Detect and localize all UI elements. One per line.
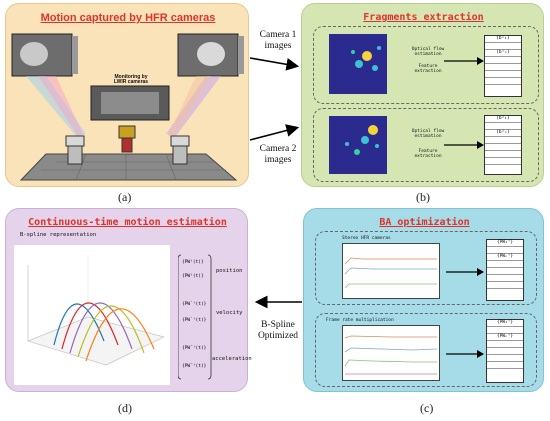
bspline-subtitle: B-spline representation: [20, 232, 97, 238]
feature-extraction-label-1: Feature extraction: [414, 64, 442, 74]
svg-text:{PW¨ᵗ(t)}: {PW¨ᵗ(t)}: [182, 345, 207, 351]
ba-arrow-1: [446, 268, 484, 276]
pose-vector-1: {PW₁ᵗ} {PWₙᵗ}: [486, 239, 524, 301]
pose-vector-2-mid: {PWₙᵗ}: [487, 334, 523, 341]
optical-flow-heatmap-2: [329, 116, 387, 174]
feature-vector-2: (b²₁) (b²ₙ): [484, 115, 522, 175]
pose-vector-1-top: {PW₁ᵗ}: [487, 240, 523, 247]
stereo-hfr-row: Stereo HFR cameras {PW₁ᵗ} {PWₙᵗ}: [315, 231, 537, 305]
svg-text:{PW˙ᵗ(t)}: {PW˙ᵗ(t)}: [182, 317, 207, 323]
bspline-vectors: {PWᵗ(t)} {PWᵗ(t)} {PW˙ᵗ(t)} {PW˙ᵗ(t)} {P…: [178, 253, 252, 383]
velocity-label: velocity: [216, 310, 243, 316]
panel-b-title: Fragments extraction: [363, 12, 484, 23]
frame-rate-row: Frame rate multiplication {PW₁ᵗ} {PWₙᵗ}: [315, 313, 537, 387]
feature-vector-1-mid: (b¹ₙ): [485, 50, 521, 57]
pose-vector-2-top: {PW₁ᵗ}: [487, 320, 523, 327]
svg-text:{PW¨ᵗ(t)}: {PW¨ᵗ(t)}: [182, 363, 207, 369]
feature-extraction-label-2: Feature extraction: [414, 149, 442, 159]
optical-flow-heatmap-1: [329, 34, 387, 94]
optical-flow-label-1: Optical flow estimation: [411, 47, 445, 57]
caption-b: (b): [416, 190, 430, 204]
camera-2-label: Camera 2 images: [259, 144, 297, 165]
feature-vector-2-top: (b²₁): [485, 116, 521, 123]
svg-text:{PWᵗ(t)}: {PWᵗ(t)}: [182, 259, 204, 265]
caption-c: (c): [420, 401, 434, 415]
optical-flow-label-2: Optical flow estimation: [411, 129, 445, 139]
camera-2-extraction-row: Optical flow estimation Feature extracti…: [313, 108, 539, 182]
camera-1-label: Camera 1 images: [259, 30, 297, 51]
stereo-hfr-label: Stereo HFR cameras: [342, 236, 391, 241]
panel-a-title: Motion captured by HFR cameras: [40, 12, 216, 24]
bspline-optimized-label: B-Spline Optimized: [257, 320, 299, 341]
panel-ba-optimization: BA optimization Stereo HFR cameras {PW₁ᵗ…: [303, 208, 544, 392]
camera-1-extraction-row: Optical flow estimation Feature extracti…: [313, 26, 539, 104]
frame-rate-plot: [342, 325, 440, 381]
stereo-hfr-plot: [342, 243, 440, 299]
ba-arrow-2: [446, 350, 484, 358]
svg-text:{PWᵗ(t)}: {PWᵗ(t)}: [182, 273, 204, 279]
caption-d: (d): [118, 401, 132, 415]
hfr-capture-illustration: [11, 33, 244, 181]
bspline-3d-plot: [14, 245, 170, 385]
panel-fragments-extraction: Fragments extraction Optical flow estima…: [301, 3, 544, 187]
svg-text:{PW˙ᵗ(t)}: {PW˙ᵗ(t)}: [182, 301, 207, 307]
caption-a: (a): [118, 190, 132, 204]
feature-vector-2-mid: (b²ₙ): [485, 130, 521, 137]
feature-vector-1-top: (b¹₁): [485, 36, 521, 43]
position-label: position: [216, 268, 243, 274]
flow-arrow-2: [444, 141, 484, 149]
acceleration-label: acceleration: [212, 356, 252, 362]
lwir-monitor-label: Monitoring by LWIR cameras: [113, 74, 149, 85]
frame-rate-label: Frame rate multiplication: [326, 318, 394, 323]
flow-arrow-1: [444, 57, 484, 65]
feature-vector-1: (b¹₁) (b¹ₙ): [484, 35, 522, 97]
panel-continuous-motion: Continuous-time motion estimation B-spli…: [5, 208, 252, 392]
pose-vector-2: {PW₁ᵗ} {PWₙᵗ}: [486, 319, 524, 383]
panel-d-title: Continuous-time motion estimation: [28, 217, 227, 228]
pose-vector-1-mid: {PWₙᵗ}: [487, 254, 523, 261]
panel-c-title: BA optimization: [379, 217, 470, 228]
panel-hfr-capture: Motion captured by HFR cameras Monito: [5, 3, 249, 187]
